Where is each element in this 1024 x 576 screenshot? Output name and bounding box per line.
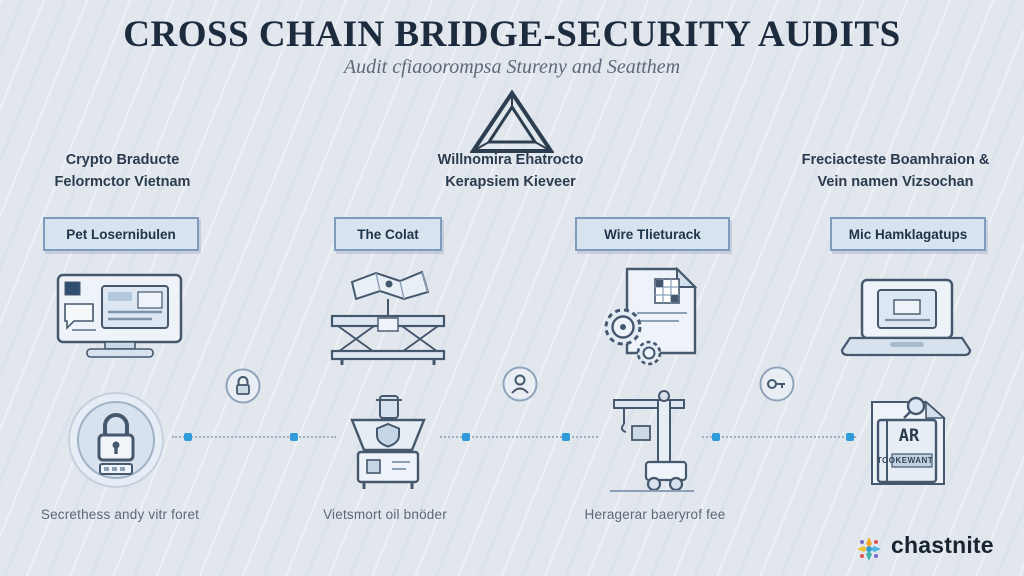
chastnite-logo-icon [855, 535, 883, 563]
connector-dot [562, 433, 570, 441]
connector-node-lock-icon [224, 367, 262, 405]
crane-illustration [602, 388, 698, 494]
connector-line-3 [702, 433, 856, 441]
connector-dot [462, 433, 470, 441]
bridge-map-illustration [318, 268, 458, 366]
report-subtitle: Tookewant [876, 456, 934, 465]
caption-1: Secrethess andy vitr foret [40, 507, 200, 522]
connector-line-1 [172, 433, 336, 441]
audit-report-book-illustration: AR Tookewant [860, 390, 956, 492]
connector-node-user-icon [501, 365, 539, 403]
step-box-4: Mic Hamklagatups [830, 217, 986, 251]
connector-node-key-icon [758, 365, 796, 403]
laptop-card-illustration [838, 276, 973, 364]
connector-dot [846, 433, 854, 441]
connector-dot [712, 433, 720, 441]
connector-dot [290, 433, 298, 441]
report-title: AR [898, 426, 920, 446]
padlock-badge-icon [66, 390, 166, 490]
brand-name: chastnite [891, 532, 994, 558]
page-title: CROSS CHAIN BRIDGE-SECURITY AUDITS [123, 14, 901, 55]
document-gears-illustration [593, 265, 708, 368]
connector-dot [184, 433, 192, 441]
step-box-2: The Colat [334, 217, 442, 251]
column-heading-1: Crypto Braducte Felormctor Vietnam [54, 152, 191, 190]
monitor-wallet-illustration [52, 272, 187, 364]
page-subtitle: Audit cfiaoorompsa Stureny and Seatthem [343, 56, 681, 78]
connector-line-2 [440, 433, 598, 441]
caption-3: Heragerar baeryrof fee [584, 507, 726, 522]
caption-2: Vietsmort oil bnöder [323, 507, 447, 522]
step-box-1: Pet Losernibulen [43, 217, 199, 251]
triangle-logo-icon [470, 90, 554, 154]
scale-shield-machine-illustration [340, 392, 436, 492]
column-heading-2: Willnomira Ehatrocto Kerapsiem Kieveer [437, 152, 584, 190]
step-box-3: Wire Tlieturack [575, 217, 730, 251]
column-heading-3: Freciacteste Boamhraion & Vein namen Viz… [801, 152, 990, 190]
